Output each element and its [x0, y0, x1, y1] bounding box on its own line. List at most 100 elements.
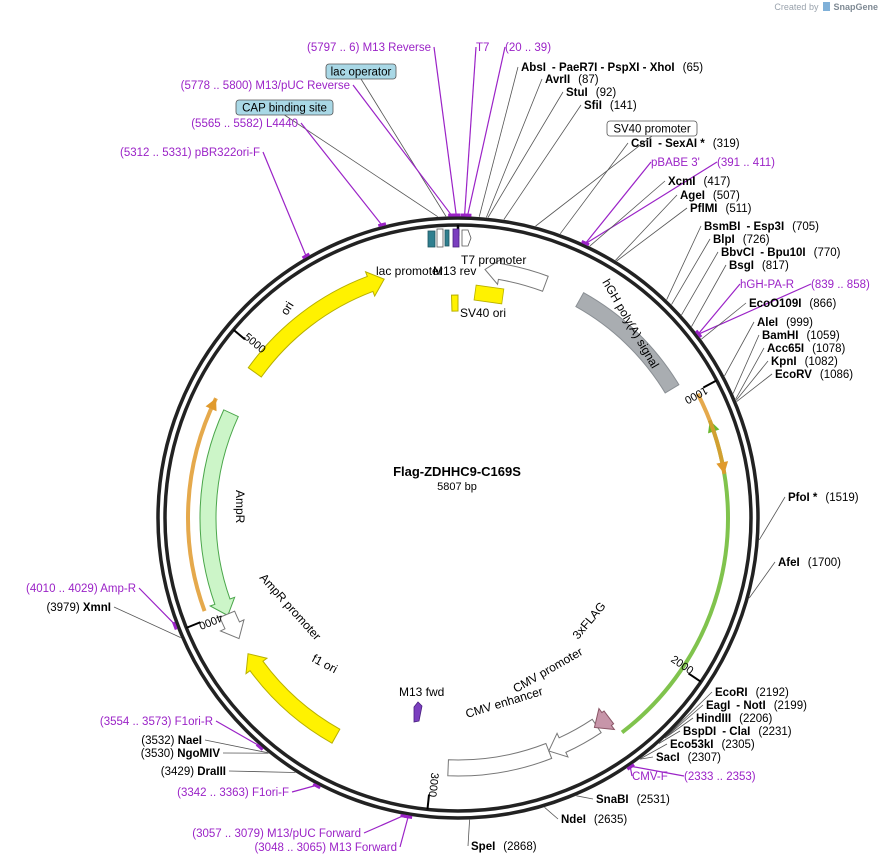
- snapgene-credit: Created by SnapGene: [774, 2, 878, 12]
- callout-eco53ki-position: (2305): [721, 739, 754, 751]
- callout-sv40-promoter-leader-line: [535, 135, 653, 227]
- callout-ecoo109i-position: (866): [809, 298, 836, 310]
- callout-ndei-leader-line: [544, 807, 559, 820]
- callout-lac-operator-leader-line: [360, 78, 447, 217]
- callout-839-858-text: (839 .. 858): [811, 279, 870, 291]
- callout-ecoo109i-leader-line: [701, 302, 747, 340]
- callout-sfii-leader-line: [503, 104, 582, 220]
- callout-3554-3573-f1ori-r-text: (3554 .. 3573) F1ori-R: [100, 716, 213, 728]
- callout-ndei-position: (2635): [594, 814, 627, 826]
- callout-hindiii-leader-line: [664, 717, 694, 739]
- callout-naei-site-label: (3532) NaeI: [141, 735, 202, 747]
- callout-839-858-leader-line: [697, 283, 812, 335]
- callout-afei-leader-line: [748, 561, 776, 599]
- callout-5778-5800-m13-puc-reverse-leader-line: [352, 84, 453, 217]
- callout-cap-binding-site-box: [235, 99, 334, 116]
- callout-draiii-enzyme: DraIII: [197, 766, 226, 778]
- callout-xmni-position: (3979): [46, 602, 82, 614]
- callout-pfoi-enzyme: PfoI *: [788, 492, 818, 504]
- callout-3048-3065-m13-forward-text: (3048 .. 3065) M13 Forward: [254, 842, 397, 854]
- callout-naei-enzyme: NaeI: [178, 735, 202, 747]
- callout-kpni-leader-line: [735, 360, 769, 401]
- callout-3554-3573-f1ori-r-binding-mark: [255, 743, 264, 751]
- callout-blpi-enzyme: BlpI: [713, 234, 735, 246]
- callout-afei-site-label: AfeI(1700): [778, 557, 841, 569]
- callout-ecorv-site-label: EcoRV(1086): [775, 369, 853, 381]
- tick-label-1000: 1000: [682, 384, 709, 406]
- callout-bsmbi-site-label: BsmBI- Esp3I(705): [704, 221, 819, 233]
- callout-ecori-site-label: EcoRI(2192): [715, 687, 789, 699]
- callout-ecoo109i-enzyme: EcoO109I: [749, 298, 801, 310]
- callout-3554-3573-f1ori-r-leader-line: [215, 720, 261, 747]
- callout-csii-isoschizomers: - SexAI *: [658, 138, 705, 150]
- callout-absi-site-label: AbsI- PaeR7I - PspXI - XhoI(65): [521, 62, 703, 74]
- callout-bsgi-enzyme: BsgI: [729, 260, 754, 272]
- feature-ampr-outer-arc: [186, 397, 218, 612]
- callout-saci-enzyme: SacI: [656, 752, 680, 764]
- callout-eagi-isoschizomers: - NotI: [736, 700, 765, 712]
- feature-label-cmv-enhancer: CMV enhancer: [464, 684, 545, 721]
- callout-acc65i-leader-line: [735, 347, 765, 400]
- feature-zdhhc9-orf: [620, 419, 730, 735]
- callout-hgh-pa-r-text: hGH-PA-R: [740, 279, 794, 291]
- callout-stui-enzyme: StuI: [566, 87, 588, 99]
- callout-sv40-promoter-text: SV40 promoter: [613, 124, 691, 136]
- callout-4010-4029-amp-r-binding-mark: [172, 621, 178, 631]
- callout-3057-3079-m13-puc-forward-leader-line: [363, 814, 405, 834]
- callout-saci-position: (2307): [688, 752, 721, 764]
- callout-stui-site-label: StuI(92): [566, 87, 616, 99]
- feature-ampr-promoter: [219, 610, 245, 640]
- callout-bamhi-leader-line: [732, 334, 760, 394]
- tick-mark-3000: [426, 794, 431, 810]
- callout-naei-leader-line: [204, 739, 269, 754]
- lac-promoter-mark: [427, 230, 436, 248]
- callout-eco53ki-leader-line: [639, 743, 668, 760]
- feature-sv40-ori: [450, 294, 459, 312]
- callout-agei-position: (507): [713, 190, 740, 202]
- callout-bamhi-site-label: BamHI(1059): [762, 330, 840, 342]
- callout-5312-5331-pbr322ori-f-binding-mark: [301, 252, 311, 260]
- callout-2333-2353-text: (2333 .. 2353): [684, 771, 756, 783]
- callout-csii-leader-line: [559, 142, 629, 235]
- callout-20-39-leader-line: [466, 46, 506, 217]
- callout-sfii-site-label: SfiI(141): [584, 100, 637, 112]
- plasmid-name: Flag-ZDHHC9-C169S: [393, 464, 521, 479]
- t7-promoter-tip-mark: [461, 229, 472, 247]
- feature-label-ampr: AmpR: [233, 490, 247, 524]
- feature-label-t7-promoter: T7 promoter: [461, 253, 526, 267]
- small-feature-layer: [413, 228, 505, 723]
- callout-t7-leader-line: [463, 46, 477, 217]
- callout-eagi-position: (2199): [774, 700, 807, 712]
- feature-hgh-pa-r-arc-arrowhead: [716, 461, 729, 474]
- tick-label-3000: 3000: [426, 772, 440, 798]
- callout-bbvci-site-label: BbvCI- Bpu10I(770): [721, 247, 841, 259]
- callout-5797-6-m13-reverse-leader-line: [433, 46, 457, 217]
- feature-label-ori: ori: [278, 299, 297, 318]
- feature-f1-ori: [245, 653, 341, 744]
- callout-pfoi-leader-line: [758, 496, 786, 541]
- callout-eagi-leader-line: [666, 704, 704, 737]
- callout-2333-2353-binding-mark: [626, 763, 635, 771]
- callout-t7-text: T7: [476, 42, 489, 54]
- callout-5565-5582-l4440-leader-line: [300, 122, 383, 227]
- callout-acc65i-site-label: Acc65I(1078): [767, 343, 846, 355]
- feature-label-m13-rev: M13 rev: [433, 264, 476, 278]
- callout-5778-5800-m13-puc-reverse-text: (5778 .. 5800) M13/pUC Reverse: [181, 80, 350, 92]
- callout-ngomiv-position: (3530): [141, 748, 177, 760]
- callout-spei-position: (2868): [503, 841, 536, 853]
- callout-sfii-position: (141): [610, 100, 637, 112]
- feature-ampr: [199, 409, 239, 617]
- callout-agei-enzyme: AgeI: [680, 190, 705, 202]
- tick-mark-5000: [232, 329, 246, 341]
- callout-bsgi-leader-line: [691, 264, 727, 327]
- feature-label-ampr-promoter: AmpR promoter: [257, 571, 324, 643]
- credit-brand: SnapGene: [833, 2, 878, 12]
- callout-5565-5582-l4440-text: (5565 .. 5582) L4440: [191, 118, 298, 130]
- callout-bspdi-isoschizomers: - ClaI: [722, 726, 750, 738]
- callout-csii-site-label: CsiI- SexAI *(319): [631, 138, 740, 150]
- callout-snabi-enzyme: SnaBI: [596, 794, 629, 806]
- callout-ecori-leader-line: [667, 691, 713, 736]
- callout-20-39-text: (20 .. 39): [505, 42, 551, 54]
